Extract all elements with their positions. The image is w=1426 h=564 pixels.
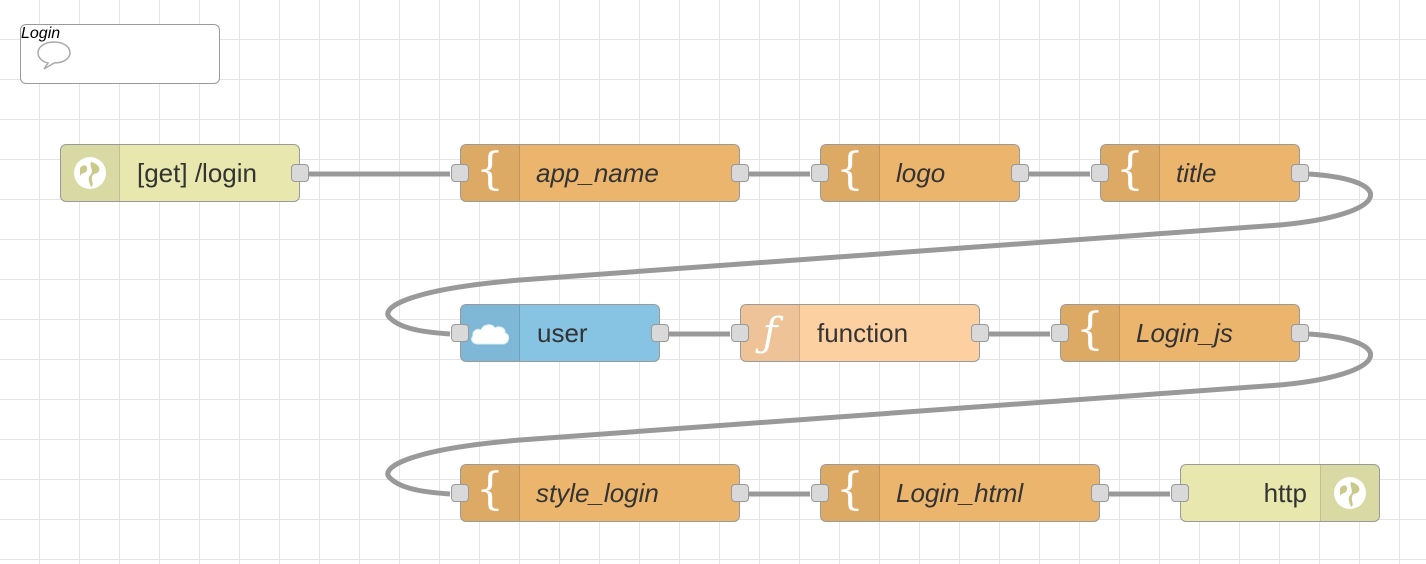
brace-icon: { (1061, 305, 1120, 361)
output-port[interactable] (291, 164, 309, 182)
input-port[interactable] (451, 164, 469, 182)
node-user[interactable]: user (451, 304, 669, 362)
comment-label: Login (21, 25, 61, 42)
node-label: app_name (536, 158, 659, 188)
input-port[interactable] (451, 324, 469, 342)
node-label: logo (896, 158, 946, 188)
brace-icon: { (821, 145, 880, 201)
brace-icon: { (461, 145, 520, 201)
wire[interactable] (385, 331, 1373, 497)
node-function[interactable]: ƒ function (731, 304, 989, 362)
output-port[interactable] (1011, 164, 1029, 182)
node-http-response[interactable]: http (1171, 464, 1380, 522)
output-port[interactable] (1291, 164, 1309, 182)
output-port[interactable] (1091, 484, 1109, 502)
globe-icon (61, 145, 120, 201)
input-port[interactable] (811, 164, 829, 182)
brace-icon: { (1101, 145, 1160, 201)
node-login-js[interactable]: { Login_js (1051, 304, 1309, 362)
node-label: Login_html (896, 478, 1024, 508)
node-logo[interactable]: { logo (811, 144, 1029, 202)
cloud-icon (461, 305, 520, 361)
output-port[interactable] (731, 484, 749, 502)
output-port[interactable] (1291, 324, 1309, 342)
globe-icon (1320, 465, 1379, 521)
node-app-name[interactable]: { app_name (451, 144, 749, 202)
output-port[interactable] (731, 164, 749, 182)
node-label: title (1176, 158, 1217, 188)
input-port[interactable] (1171, 484, 1189, 502)
input-port[interactable] (731, 324, 749, 342)
node-label: [get] /login (137, 158, 257, 188)
output-port[interactable] (651, 324, 669, 342)
node-label: function (817, 318, 909, 348)
wire[interactable] (385, 171, 1373, 337)
input-port[interactable] (1051, 324, 1069, 342)
input-port[interactable] (811, 484, 829, 502)
node-login-html[interactable]: { Login_html (811, 464, 1109, 522)
node-label: style_login (536, 478, 659, 508)
output-port[interactable] (971, 324, 989, 342)
input-port[interactable] (451, 484, 469, 502)
function-icon: ƒ (741, 305, 800, 361)
comment-node-login[interactable]: Login (20, 24, 220, 84)
node-title[interactable]: { title (1091, 144, 1309, 202)
node-get-login[interactable]: [get] /login (60, 144, 309, 202)
node-style-login[interactable]: { style_login (451, 464, 749, 522)
input-port[interactable] (1091, 164, 1109, 182)
node-label: Login_js (1136, 318, 1233, 348)
node-label: user (537, 318, 588, 348)
node-label: http (1263, 478, 1307, 508)
brace-icon: { (821, 465, 880, 521)
comment-icon (35, 39, 73, 76)
brace-icon: { (461, 465, 520, 521)
